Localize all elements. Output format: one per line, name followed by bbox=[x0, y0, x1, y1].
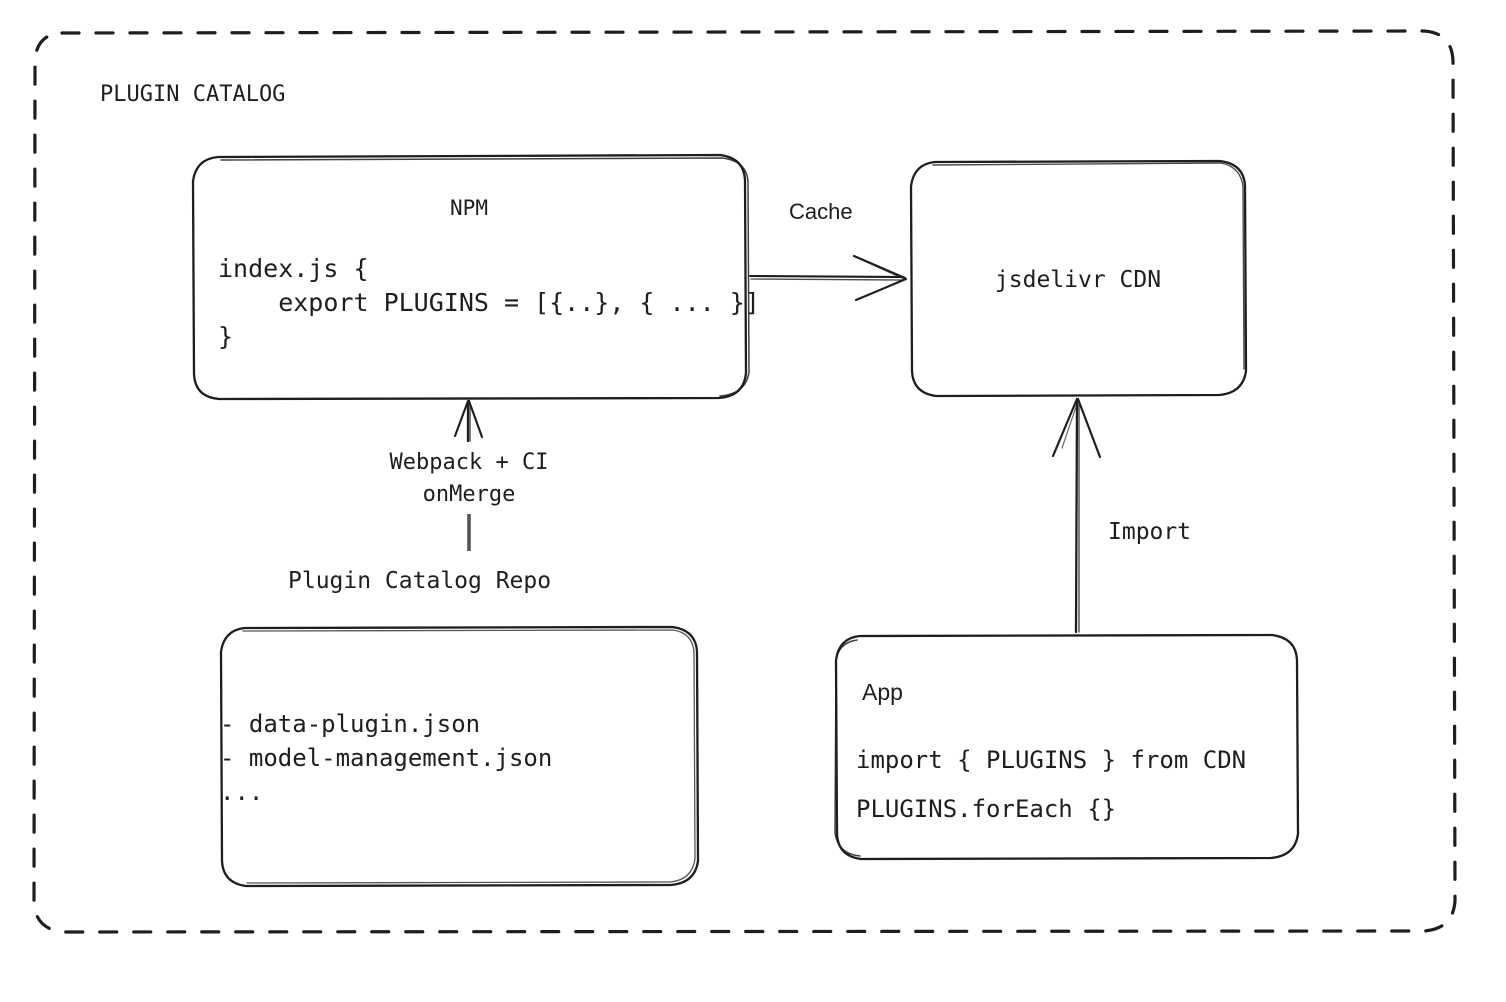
build-edge-label: Webpack + CI onMerge bbox=[389, 450, 549, 507]
plugin-catalog-title: PLUGIN CATALOG bbox=[100, 82, 286, 107]
app-code-line-2: PLUGINS.forEach {} bbox=[856, 795, 1117, 824]
cdn-node-title: jsdelivr CDN bbox=[994, 267, 1162, 293]
cache-edge-label: Cache bbox=[789, 199, 853, 224]
cache-arrow bbox=[748, 254, 908, 302]
app-node-title: App bbox=[862, 679, 903, 705]
repo-node-title: Plugin Catalog Repo bbox=[288, 568, 552, 594]
npm-node-code: index.js { export PLUGINS = [{..}, { ...… bbox=[218, 254, 760, 351]
app-code-line-1: import { PLUGINS } from CDN bbox=[856, 746, 1247, 774]
npm-node-title: NPM bbox=[450, 196, 488, 220]
import-edge-label: Import bbox=[1108, 519, 1192, 545]
repo-node-file-list: - data-plugin.json - model-management.js… bbox=[220, 710, 553, 807]
import-arrow bbox=[1051, 397, 1102, 634]
app-node-code: import { PLUGINS } from CDN PLUGINS.forE… bbox=[856, 736, 1246, 834]
